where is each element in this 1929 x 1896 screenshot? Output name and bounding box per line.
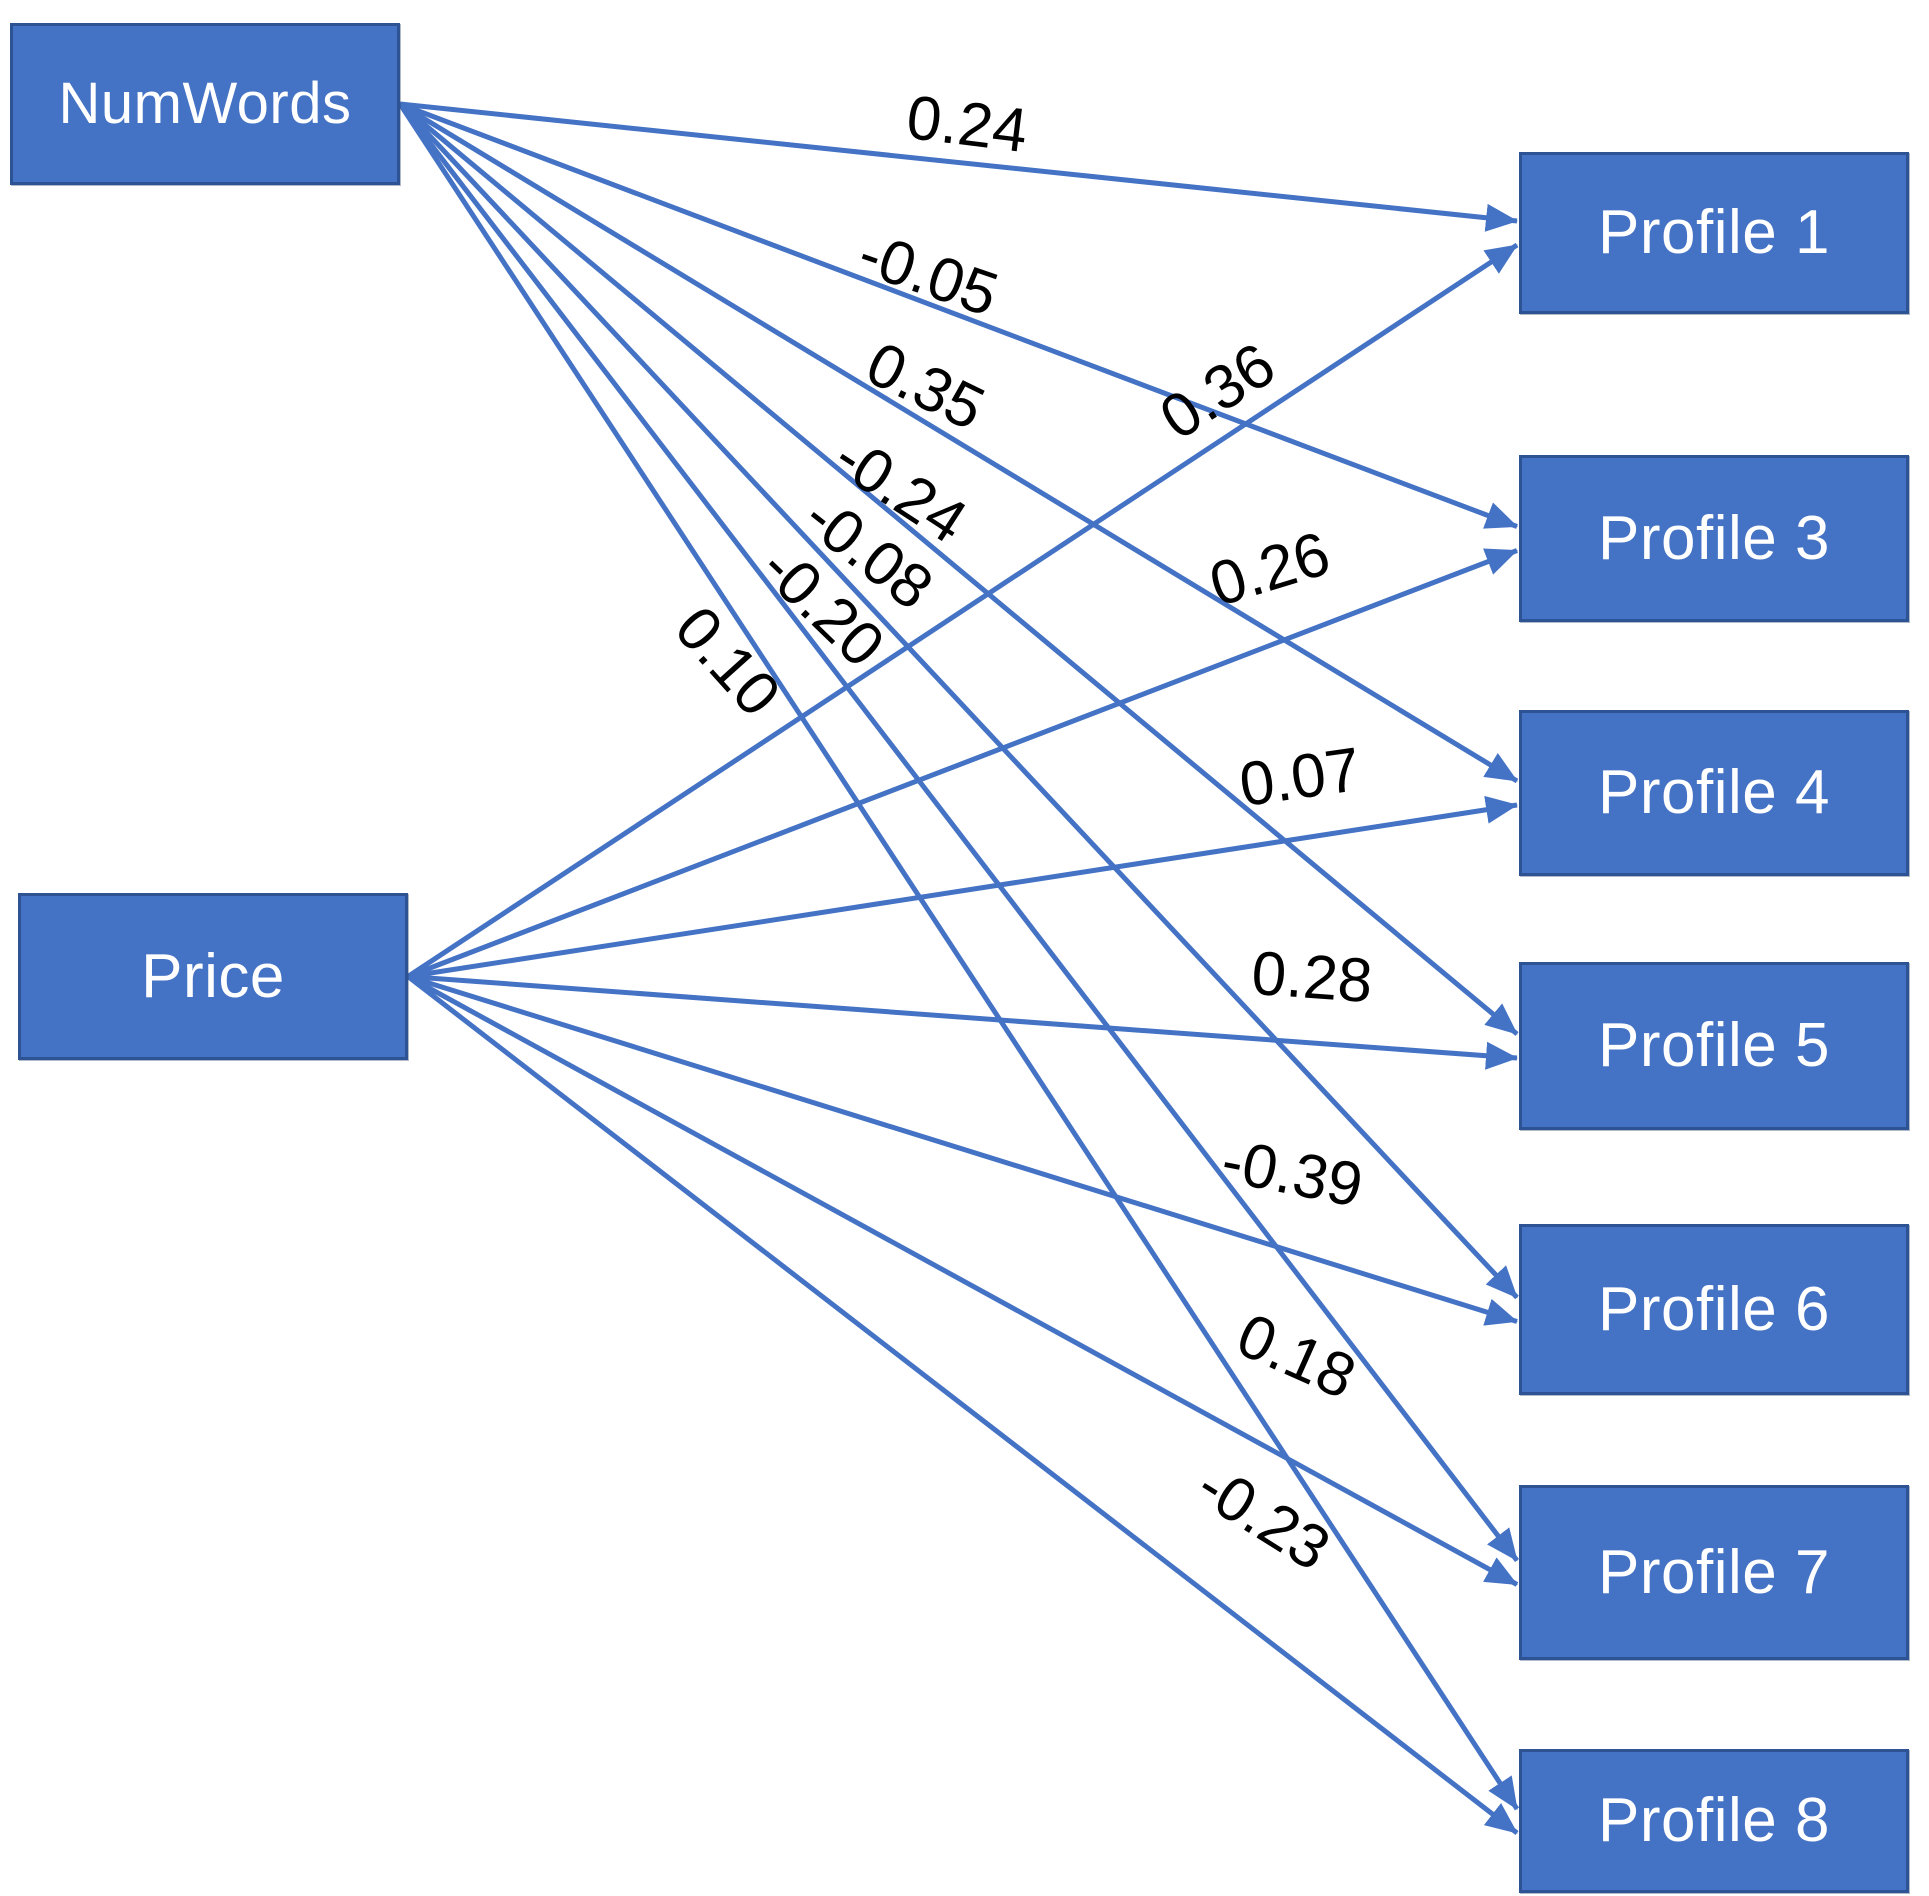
edge-label-numwords-profile1: 0.24 bbox=[902, 82, 1032, 167]
edge-arrow-price-profile7 bbox=[406, 974, 1519, 1587]
edge-arrow-price-profile4 bbox=[407, 795, 1518, 979]
node-price: Price bbox=[18, 893, 408, 1060]
node-numwords: NumWords bbox=[10, 23, 400, 185]
node-profile-1-label: Profile 1 bbox=[1598, 198, 1830, 267]
node-profile-4-label: Profile 4 bbox=[1598, 758, 1830, 827]
node-profile-8: Profile 8 bbox=[1519, 1749, 1909, 1893]
edge-arrow-numwords-profile6 bbox=[398, 102, 1519, 1300]
edge-arrow-price-profile5 bbox=[407, 974, 1518, 1070]
node-profile-3: Profile 3 bbox=[1519, 455, 1909, 622]
edge-arrow-price-profile8 bbox=[406, 974, 1519, 1835]
node-profile-6-label: Profile 6 bbox=[1598, 1274, 1830, 1344]
edge-arrow-price-profile6 bbox=[407, 974, 1518, 1326]
node-profile-5-label: Profile 5 bbox=[1598, 1011, 1830, 1080]
edge-arrow-numwords-profile7 bbox=[398, 102, 1519, 1563]
node-profile-7-label: Profile 7 bbox=[1598, 1537, 1830, 1607]
edge-arrow-numwords-profile5 bbox=[398, 102, 1519, 1036]
edge-arrow-numwords-profile1 bbox=[399, 101, 1518, 232]
node-profile-3-label: Profile 3 bbox=[1598, 503, 1830, 573]
node-profile-5: Profile 5 bbox=[1519, 962, 1909, 1130]
node-numwords-label: NumWords bbox=[58, 71, 352, 136]
edge-arrow-price-profile1 bbox=[406, 242, 1519, 979]
edge-arrow-numwords-profile4 bbox=[398, 101, 1519, 784]
node-profile-6: Profile 6 bbox=[1519, 1224, 1909, 1395]
edge-arrow-price-profile3 bbox=[407, 548, 1518, 979]
node-profile-1: Profile 1 bbox=[1519, 152, 1909, 314]
edge-arrow-numwords-profile8 bbox=[397, 102, 1520, 1811]
node-profile-8-label: Profile 8 bbox=[1598, 1786, 1830, 1855]
node-profile-7: Profile 7 bbox=[1519, 1485, 1909, 1660]
edge-arrow-numwords-profile3 bbox=[399, 101, 1518, 529]
node-price-label: Price bbox=[141, 941, 285, 1011]
node-profile-4: Profile 4 bbox=[1519, 710, 1909, 876]
edge-label-price-profile4: 0.07 bbox=[1235, 734, 1365, 821]
edge-label-price-profile5: 0.28 bbox=[1249, 938, 1375, 1017]
